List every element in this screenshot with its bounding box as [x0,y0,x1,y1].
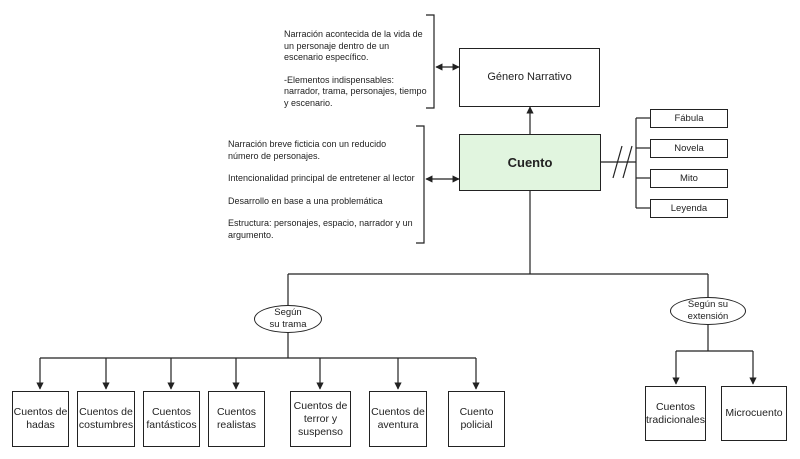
cuento-definition: Narración breve ficticia con un reducido… [228,139,387,161]
cuento-node[interactable]: Cuento [459,134,601,191]
cuento-intent: Intencionalidad principal de entretener … [228,173,415,183]
cuentos-de-aventura-node[interactable]: Cuentos de aventura [369,391,427,447]
cuentos-fantasticos-node[interactable]: Cuentos fantásticos [143,391,200,447]
type-leyenda[interactable]: Leyenda [650,199,728,218]
genero-description: Narración acontecida de la vida de un pe… [284,29,429,120]
segun-extension-label: Según su extensión [670,297,746,325]
segun-trama-label: Según su trama [254,305,322,333]
genero-definition: Narración acontecida de la vida de un pe… [284,29,423,62]
cuento-development: Desarrollo en base a una problemática [228,195,383,206]
type-novela[interactable]: Novela [650,139,728,158]
type-mito[interactable]: Mito [650,169,728,188]
genero-narrativo-label: Género Narrativo [487,71,572,83]
cuentos-realistas-node[interactable]: Cuentos realistas [208,391,265,447]
cuentos-tradicionales-node[interactable]: Cuentos tradicionales [645,386,706,441]
cuento-policial-node[interactable]: Cuento policial [448,391,505,447]
cuentos-de-hadas-node[interactable]: Cuentos de hadas [12,391,69,447]
microcuento-node[interactable]: Microcuento [721,386,787,441]
cuento-description: Narración breve ficticia con un reducido… [228,139,418,252]
genero-narrativo-node[interactable]: Género Narrativo [459,48,600,107]
type-fabula[interactable]: Fábula [650,109,728,128]
cuentos-de-costumbres-node[interactable]: Cuentos de costumbres [77,391,135,447]
genero-elements: -Elementos indispensables: narrador, tra… [284,74,427,108]
cuento-label: Cuento [507,155,553,170]
cuentos-terror-suspenso-node[interactable]: Cuentos de terror y suspenso [290,391,351,447]
cuento-structure: Estructura: personajes, espacio, narrado… [228,218,413,240]
